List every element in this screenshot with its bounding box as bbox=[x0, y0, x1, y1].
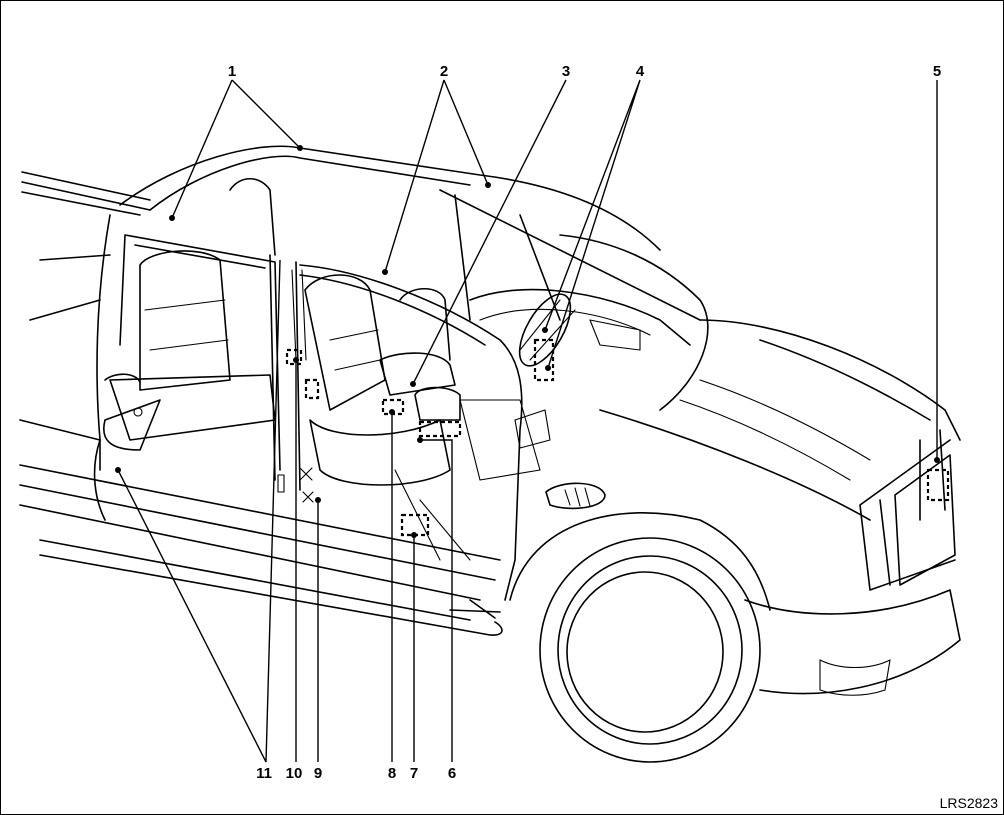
truck-line-art bbox=[19, 145, 961, 763]
figure-code: LRS2823 bbox=[939, 795, 998, 811]
callout-3: 3 bbox=[562, 63, 570, 80]
callout-numbers: 1 2 3 4 5 6 7 8 9 10 11 bbox=[228, 63, 941, 782]
callout-8: 8 bbox=[388, 765, 396, 782]
side-sensor-location bbox=[304, 378, 320, 400]
callout-9: 9 bbox=[314, 765, 322, 782]
front-crash-sensor-location bbox=[926, 468, 950, 502]
callout-7: 7 bbox=[410, 765, 418, 782]
callout-2: 2 bbox=[440, 63, 448, 80]
airbag-locations bbox=[285, 338, 950, 537]
callout-6: 6 bbox=[448, 765, 456, 782]
floor-control-unit-location bbox=[400, 513, 430, 537]
driver-airbag-location bbox=[533, 338, 555, 382]
passenger-airbag-location bbox=[418, 420, 462, 438]
callout-5: 5 bbox=[933, 63, 941, 80]
callout-1: 1 bbox=[228, 63, 236, 80]
callout-4: 4 bbox=[636, 63, 645, 80]
leader-lines bbox=[115, 79, 940, 763]
callout-11: 11 bbox=[256, 765, 272, 782]
pillar-sensor-location bbox=[285, 348, 303, 366]
callout-10: 10 bbox=[286, 765, 303, 782]
